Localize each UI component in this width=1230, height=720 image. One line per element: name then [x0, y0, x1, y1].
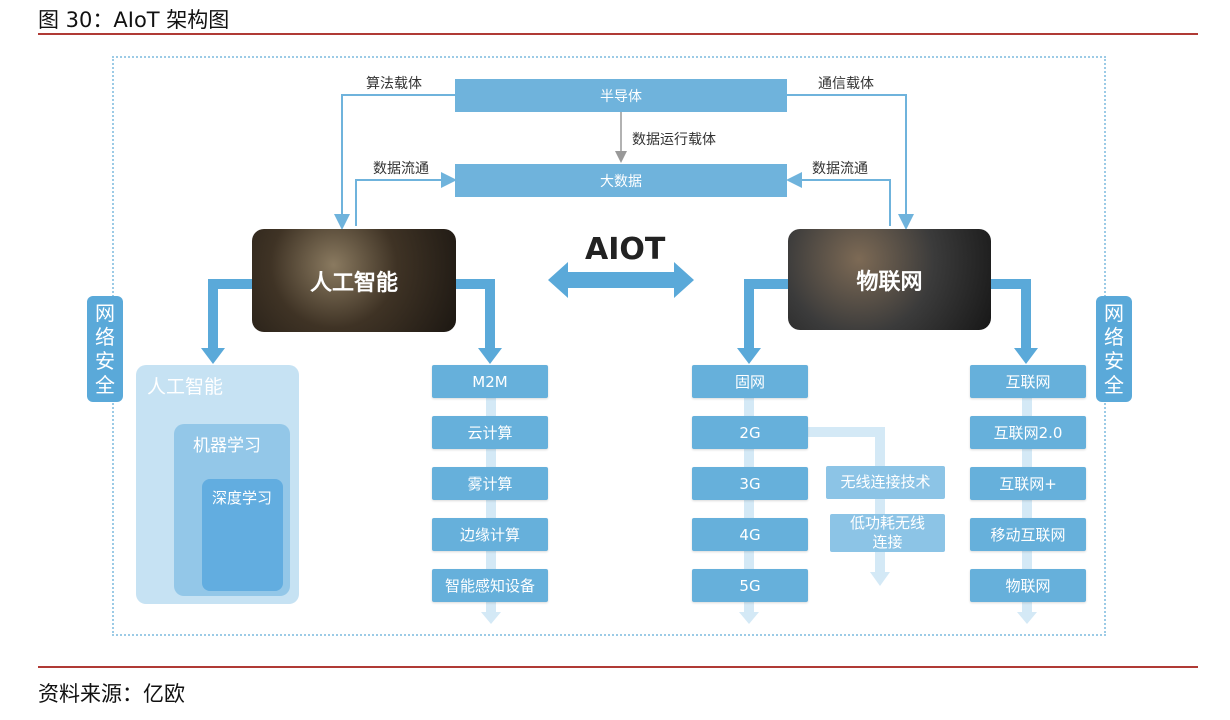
ai-nested-outer-label: 人工智能 — [147, 376, 224, 398]
label-comm-carrier: 通信载体 — [818, 76, 874, 92]
branch-iot-left — [744, 279, 788, 352]
branch-ai-right — [456, 279, 495, 352]
security-left-char: 网 — [95, 301, 115, 325]
aiot-label: AIOT — [585, 232, 666, 267]
ai-item: 边缘计算 — [432, 518, 548, 551]
semiconductor-bar: 半导体 — [455, 79, 787, 112]
internet-item: 物联网 — [970, 569, 1086, 602]
ai-nested-middle-label: 机器学习 — [193, 436, 261, 456]
network-item: 3G — [692, 467, 808, 500]
net-column-trail — [744, 398, 754, 612]
bottom-rule — [38, 666, 1198, 668]
ai-item: M2M — [432, 365, 548, 398]
line-iot-to-bigdata — [786, 172, 891, 226]
security-right-char: 络 — [1104, 325, 1124, 349]
ai-nested-inner-label: 深度学习 — [212, 489, 273, 507]
wireless-branch-head — [870, 572, 890, 586]
label-algo-carrier: 算法载体 — [366, 76, 422, 92]
internet-column-trail-head — [1017, 612, 1037, 624]
internet-item: 互联网 — [970, 365, 1086, 398]
source-note: 资料来源：亿欧 — [38, 682, 185, 706]
ai-item: 智能感知设备 — [432, 569, 548, 602]
label-data-run-carrier: 数据运行载体 — [632, 132, 716, 148]
branch-ai-right-head — [478, 348, 502, 364]
network-item: 固网 — [692, 365, 808, 398]
iot-node-label: 物联网 — [856, 269, 923, 295]
internet-item: 移动互联网 — [970, 518, 1086, 551]
branch-iot-left-head — [737, 348, 761, 364]
ai-item: 云计算 — [432, 416, 548, 449]
branch-iot-right-head — [1014, 348, 1038, 364]
line-semis-to-ai — [334, 94, 455, 230]
bigdata-bar: 大数据 — [455, 164, 787, 197]
ai-column-trail-head — [481, 612, 501, 624]
net-column-trail-head — [739, 612, 759, 624]
network-item: 5G — [692, 569, 808, 602]
figure-title: 图 30：AIoT 架构图 — [38, 8, 230, 32]
aiot-double-arrow — [548, 262, 694, 298]
top-rule — [38, 33, 1198, 35]
security-left: 网 络 安 全 — [87, 296, 123, 402]
ai-column-trail — [486, 398, 496, 612]
wireless-branch — [808, 427, 885, 574]
ai-node-label: 人工智能 — [309, 270, 398, 296]
ai-item: 雾计算 — [432, 467, 548, 500]
internet-item: 互联网2.0 — [970, 416, 1086, 449]
security-right: 网 络 安 全 — [1096, 296, 1132, 402]
label-flow-right: 数据流通 — [812, 161, 868, 177]
internet-item: 互联网+ — [970, 467, 1086, 500]
wireless-item: 低功耗无线 连接 — [830, 514, 945, 552]
network-item: 2G — [692, 416, 808, 449]
security-left-char: 全 — [95, 373, 115, 397]
label-flow-left: 数据流通 — [373, 161, 429, 177]
wireless-item: 无线连接技术 — [826, 466, 945, 499]
security-left-char: 络 — [95, 325, 115, 349]
iot-node: 物联网 — [788, 229, 991, 330]
ai-nested-inner — [202, 479, 283, 591]
internet-column-trail — [1022, 398, 1032, 612]
branch-iot-right — [991, 279, 1031, 352]
security-right-char: 网 — [1104, 301, 1124, 325]
security-right-char: 全 — [1104, 373, 1124, 397]
security-right-char: 安 — [1104, 349, 1124, 373]
network-item: 4G — [692, 518, 808, 551]
branch-ai-left-head — [201, 348, 225, 364]
line-semis-to-iot — [787, 94, 914, 230]
line-ai-to-bigdata — [355, 172, 457, 226]
security-left-char: 安 — [95, 349, 115, 373]
ai-node: 人工智能 — [252, 229, 456, 332]
branch-ai-left — [208, 279, 252, 352]
